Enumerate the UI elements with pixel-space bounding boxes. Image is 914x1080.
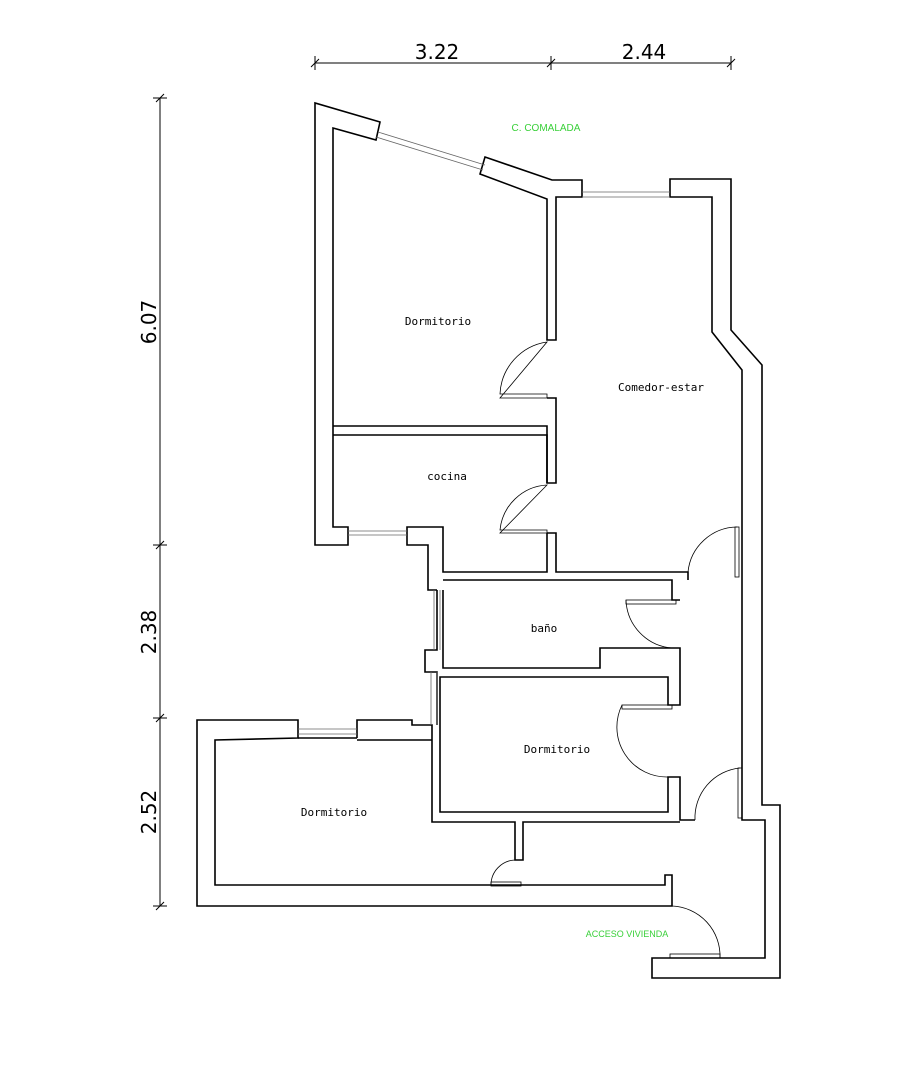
street-label: C. COMALADA	[512, 123, 581, 134]
room-label-comedor-estar: Comedor-estar	[618, 381, 704, 394]
walls	[196, 101, 781, 979]
dimension-label: 2.52	[137, 790, 161, 835]
dimension-label: 2.44	[622, 40, 667, 64]
room-label-bano: baño	[531, 622, 558, 635]
room-label-cocina: cocina	[427, 470, 467, 483]
dimension-label: 3.22	[415, 40, 460, 64]
windows	[298, 131, 670, 735]
top-dimension: 3.22 2.44	[310, 40, 736, 70]
doors	[490, 341, 743, 959]
dimension-label: 2.38	[137, 610, 161, 655]
access-label: ACCESO VIVIENDA	[586, 929, 669, 939]
room-label-dormitorio: Dormitorio	[301, 806, 367, 819]
left-dimension: 6.07 2.38 2.52	[137, 93, 167, 911]
room-label-dormitorio: Dormitorio	[524, 743, 590, 756]
room-label-dormitorio: Dormitorio	[405, 315, 471, 328]
dimension-label: 6.07	[137, 300, 161, 345]
